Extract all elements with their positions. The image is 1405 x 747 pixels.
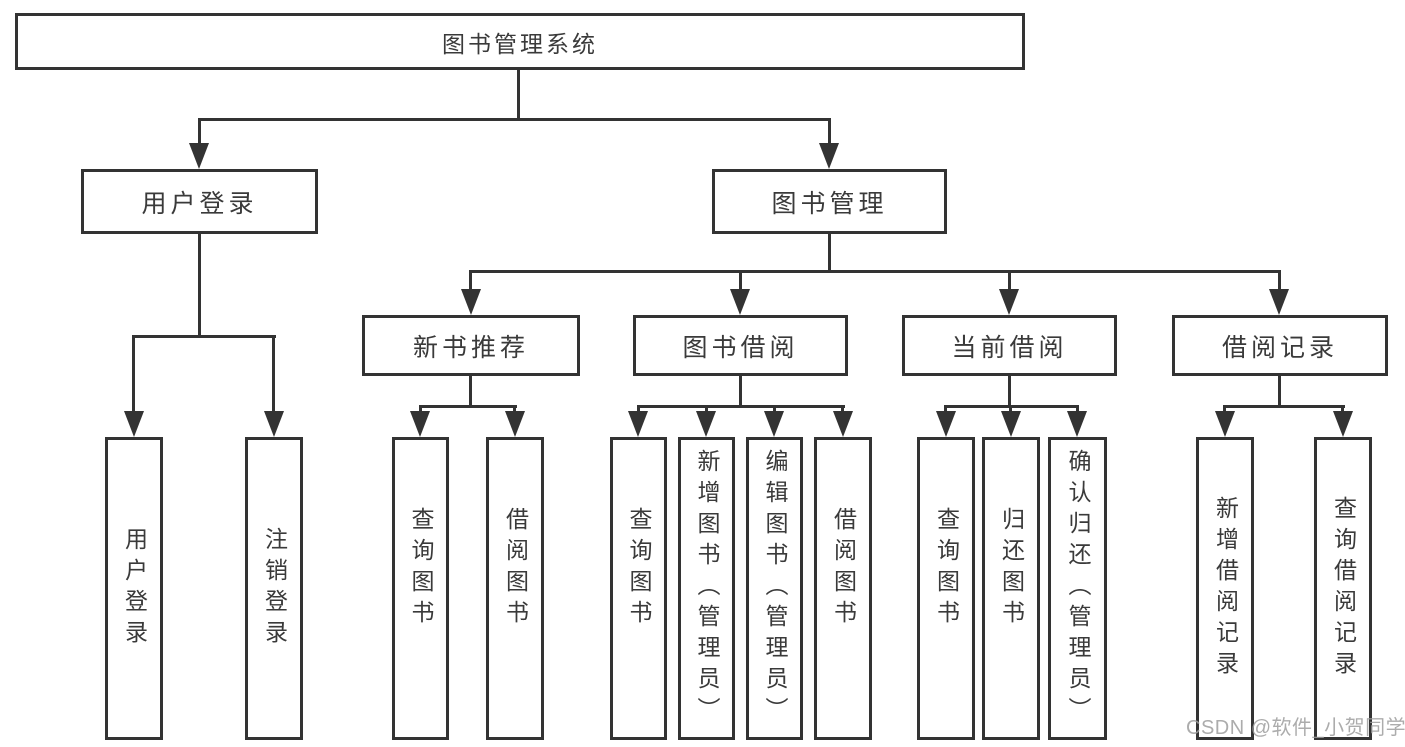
node-login-label: 用户登录 bbox=[121, 526, 148, 651]
node-borrowing-add-books-label: 新增图书（管理员） bbox=[694, 449, 720, 728]
node-current-return-books-label: 归还图书 bbox=[998, 506, 1025, 631]
node-borrowing-edit-books-label: 编辑图书（管理员） bbox=[762, 449, 788, 728]
connector-stem-current-confirm bbox=[1076, 405, 1079, 415]
connector-stem-borrowing-query bbox=[637, 405, 640, 415]
connector-user-login-trunk bbox=[198, 234, 201, 336]
node-borrowing-query-books: 查询图书 bbox=[610, 437, 667, 740]
connector-stem-recommend-borrow bbox=[513, 405, 516, 415]
arrow-login bbox=[124, 411, 144, 437]
connector-user-login-rail bbox=[132, 335, 276, 338]
node-borrowing-edit-books: 编辑图书（管理员） bbox=[746, 437, 803, 740]
arrow-borrowing-edit bbox=[764, 411, 784, 437]
node-book-borrowing: 图书借阅 bbox=[633, 315, 848, 376]
arrow-recommend-borrow bbox=[505, 411, 525, 437]
connector-records-trunk bbox=[1278, 376, 1281, 407]
node-current-query-books: 查询图书 bbox=[917, 437, 975, 740]
connector-new-book-rail bbox=[419, 405, 517, 408]
node-current-return-books: 归还图书 bbox=[982, 437, 1040, 740]
arrow-user-login bbox=[189, 143, 209, 169]
node-borrowing-borrow-books: 借阅图书 bbox=[814, 437, 872, 740]
connector-stem-logout bbox=[272, 335, 275, 417]
arrow-new-book bbox=[461, 289, 481, 315]
connector-book-borrowing-trunk bbox=[739, 376, 742, 407]
connector-stem-borrowing-records bbox=[1278, 270, 1281, 292]
connector-stem-borrowing-add bbox=[705, 405, 708, 415]
node-recommend-borrow-books-label: 借阅图书 bbox=[502, 506, 529, 631]
connector-current-trunk bbox=[1008, 376, 1011, 407]
connector-stem-book-management bbox=[828, 118, 831, 148]
arrow-borrowing-records bbox=[1269, 289, 1289, 315]
connector-root-trunk bbox=[517, 70, 520, 121]
connector-stem-recommend-query bbox=[419, 405, 422, 415]
node-root: 图书管理系统 bbox=[15, 13, 1025, 70]
node-book-management: 图书管理 bbox=[712, 169, 947, 234]
connector-stem-user-login bbox=[198, 118, 201, 148]
connector-stem-current-borrowing bbox=[1008, 270, 1011, 292]
connector-stem-new-book bbox=[469, 270, 472, 292]
arrow-current-query bbox=[936, 411, 956, 437]
node-new-book-recommendation: 新书推荐 bbox=[362, 315, 580, 376]
node-borrowing-borrow-books-label: 借阅图书 bbox=[830, 506, 857, 631]
node-recommend-query-books-label: 查询图书 bbox=[408, 506, 434, 631]
node-current-query-books-label: 查询图书 bbox=[933, 506, 960, 631]
node-borrowing-records: 借阅记录 bbox=[1172, 315, 1388, 376]
node-borrowing-query-books-label: 查询图书 bbox=[626, 506, 652, 631]
arrow-current-confirm bbox=[1067, 411, 1087, 437]
csdn-watermark: CSDN @软件_小贺同学 bbox=[1186, 717, 1405, 739]
node-records-query-record-label: 查询借阅记录 bbox=[1330, 495, 1357, 682]
connector-stem-current-return bbox=[1009, 405, 1012, 415]
arrow-recommend-query bbox=[410, 411, 430, 437]
node-current-confirm-return: 确认归还（管理员） bbox=[1048, 437, 1107, 740]
connector-stem-current-query bbox=[944, 405, 947, 415]
arrow-book-management bbox=[819, 143, 839, 169]
node-current-confirm-return-label: 确认归还（管理员） bbox=[1065, 449, 1091, 728]
connector-new-book-trunk bbox=[469, 376, 472, 407]
node-records-add-record-label: 新增借阅记录 bbox=[1212, 495, 1239, 682]
connector-book-management-trunk bbox=[828, 234, 831, 272]
connector-stem-records-query bbox=[1341, 405, 1344, 415]
connector-stem-borrowing-borrow bbox=[841, 405, 844, 415]
arrow-borrowing-borrow bbox=[833, 411, 853, 437]
connector-book-borrowing-rail bbox=[637, 405, 845, 408]
node-current-borrowing: 当前借阅 bbox=[902, 315, 1117, 376]
arrow-current-return bbox=[1001, 411, 1021, 437]
connector-stem-records-add bbox=[1223, 405, 1226, 415]
arrow-records-add bbox=[1215, 411, 1235, 437]
node-records-query-record: 查询借阅记录 bbox=[1314, 437, 1372, 740]
node-logout: 注销登录 bbox=[245, 437, 303, 740]
arrow-book-borrowing bbox=[730, 289, 750, 315]
node-user-login: 用户登录 bbox=[81, 169, 318, 234]
connector-stem-book-borrowing bbox=[739, 270, 742, 292]
arrow-current-borrowing bbox=[999, 289, 1019, 315]
node-recommend-borrow-books: 借阅图书 bbox=[486, 437, 544, 740]
node-login: 用户登录 bbox=[105, 437, 163, 740]
arrow-borrowing-query bbox=[628, 411, 648, 437]
arrow-borrowing-add bbox=[696, 411, 716, 437]
connector-level2-rail bbox=[198, 118, 831, 121]
connector-stem-borrowing-edit bbox=[773, 405, 776, 415]
node-recommend-query-books: 查询图书 bbox=[392, 437, 449, 740]
connector-stem-login bbox=[132, 335, 135, 417]
connector-records-rail bbox=[1223, 405, 1345, 408]
node-borrowing-add-books: 新增图书（管理员） bbox=[678, 437, 735, 740]
node-records-add-record: 新增借阅记录 bbox=[1196, 437, 1254, 740]
connector-level3-rail bbox=[469, 270, 1281, 273]
arrow-logout bbox=[264, 411, 284, 437]
arrow-records-query bbox=[1333, 411, 1353, 437]
node-logout-label: 注销登录 bbox=[261, 526, 288, 651]
